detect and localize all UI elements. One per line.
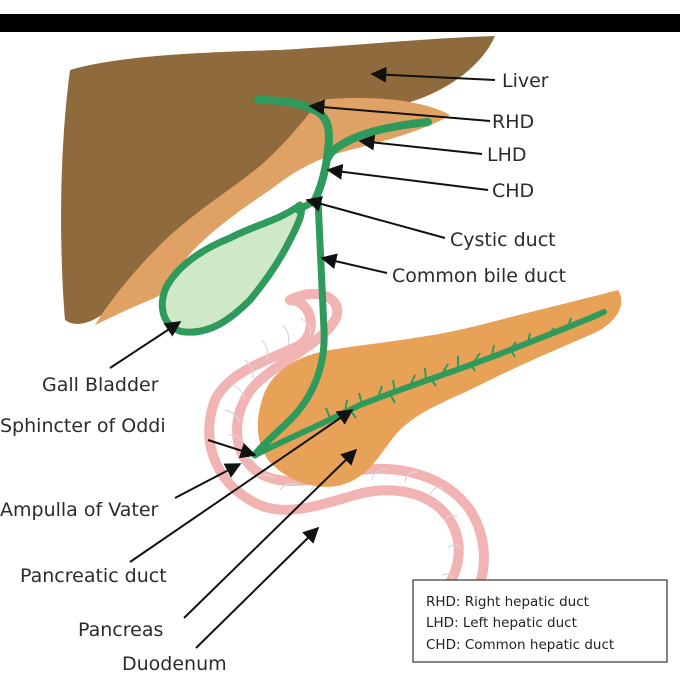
arrow-pancreatic-duct xyxy=(129,409,354,563)
label-ampulla-of-vater: Ampulla of Vater xyxy=(0,499,159,521)
arrow-chd xyxy=(326,163,489,191)
top-bar xyxy=(0,14,680,32)
legend-lhd: LHD: Left hepatic duct xyxy=(426,615,577,631)
label-pancreatic-duct: Pancreatic duct xyxy=(20,565,167,587)
label-gall-bladder: Gall Bladder xyxy=(42,374,159,396)
gallbladder-shape xyxy=(158,201,305,336)
label-duodenum: Duodenum xyxy=(122,653,227,675)
arrow-lhd xyxy=(358,134,483,155)
arrow-cystic-duct xyxy=(305,196,446,239)
legend: RHD: Right hepatic duct LHD: Left hepati… xyxy=(412,579,668,663)
arrow-ampulla-of-vater xyxy=(174,463,242,499)
label-pancreas: Pancreas xyxy=(78,619,163,641)
arrow-rhd xyxy=(308,99,491,122)
label-liver: Liver xyxy=(502,70,549,92)
arrow-duodenum xyxy=(195,526,320,649)
leader-arrows xyxy=(109,66,496,649)
label-rhd: RHD xyxy=(492,111,534,133)
legend-chd: CHD: Common hepatic duct xyxy=(426,637,614,653)
label-sphincter-of-oddi: Sphincter of Oddi xyxy=(0,415,166,437)
arrow-sphincter-of-oddi xyxy=(207,439,257,459)
label-chd: CHD xyxy=(492,180,534,202)
arrow-gall-bladder xyxy=(109,321,182,369)
arrow-pancreas xyxy=(183,448,358,619)
label-cystic-duct: Cystic duct xyxy=(450,229,556,251)
label-lhd: LHD xyxy=(487,144,527,166)
arrow-common-bile-duct xyxy=(320,253,388,274)
labels: Liver RHD LHD CHD Cystic duct Common bil… xyxy=(0,70,566,675)
legend-rhd: RHD: Right hepatic duct xyxy=(426,594,589,610)
arrow-liver xyxy=(370,66,496,83)
legend-box xyxy=(412,579,668,663)
label-common-bile-duct: Common bile duct xyxy=(392,265,566,287)
